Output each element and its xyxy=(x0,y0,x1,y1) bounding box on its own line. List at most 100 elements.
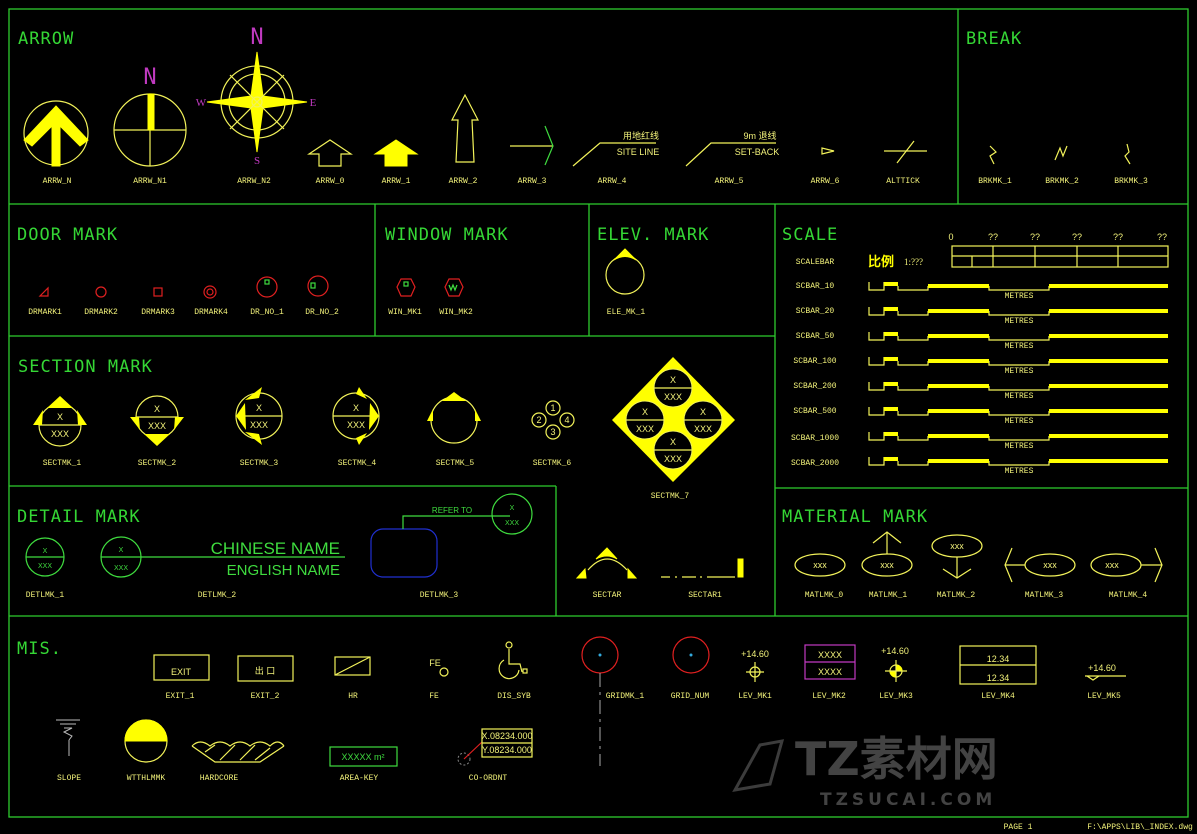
symbol-label: SCBAR_100 xyxy=(793,357,836,366)
symbol-label: MATLMK_0 xyxy=(805,591,844,600)
scale-bar: METRES xyxy=(868,457,1168,476)
svg-text:X: X xyxy=(642,407,648,417)
svg-text:CHINESE NAME: CHINESE NAME xyxy=(211,539,340,558)
svg-text:XXX: XXX xyxy=(505,520,519,527)
section-title-arrow: ARROW xyxy=(18,29,74,49)
scale-unit-label: METRES xyxy=(1005,392,1034,401)
watermark: TZ素材网 TZSUCAI.COM xyxy=(732,732,998,810)
svg-text:??: ?? xyxy=(1157,232,1167,242)
slope-symbol xyxy=(56,719,80,756)
scale-bar: METRES xyxy=(868,307,1168,326)
compass-rose-symbol: N S E W xyxy=(196,25,317,167)
symbol-label: DRMARK1 xyxy=(28,308,62,317)
grid-mark1-symbol xyxy=(581,636,619,766)
svg-text:N: N xyxy=(250,25,263,50)
svg-text:W: W xyxy=(196,97,207,109)
scale-bar: METRES xyxy=(868,407,1168,426)
hardcore-symbol xyxy=(191,741,285,763)
svg-text:1:???: 1:??? xyxy=(904,257,923,267)
svg-text:XXXX: XXXX xyxy=(818,650,842,660)
arrow-outline-symbol xyxy=(307,139,353,167)
symbol-label: WTTHLMMK xyxy=(127,774,166,783)
symbol-label: HR xyxy=(348,692,358,701)
symbol-label: LEV_MK5 xyxy=(1087,692,1121,701)
door-mark-square xyxy=(153,287,163,297)
scale-unit-label: METRES xyxy=(1005,467,1034,476)
svg-text:2: 2 xyxy=(536,415,541,425)
svg-text:+14.60: +14.60 xyxy=(741,649,769,659)
symbol-label: SECTMK_7 xyxy=(651,492,690,501)
svg-text:Y.08234.000: Y.08234.000 xyxy=(482,745,532,755)
symbol-label: FE xyxy=(429,692,439,701)
symbol-label: BRKMK_2 xyxy=(1045,177,1079,186)
break3-symbol xyxy=(1124,143,1131,165)
setback-symbol: 9m 退线 SET-BACK xyxy=(685,130,779,167)
symbol-label: DR_NO_2 xyxy=(305,308,339,317)
svg-text:EXIT: EXIT xyxy=(171,667,192,677)
scale-bar: METRES xyxy=(868,432,1168,451)
scale-bar: METRES xyxy=(868,382,1168,401)
arrow-north-symbol xyxy=(23,100,89,167)
scale-unit-label: METRES xyxy=(1005,417,1034,426)
window-mark1-symbol xyxy=(396,278,416,297)
symbol-label: EXIT_1 xyxy=(166,692,195,701)
svg-text:出 口: 出 口 xyxy=(255,665,276,676)
symbol-label: SECTMK_5 xyxy=(436,459,475,468)
symbol-label: SCALEBAR xyxy=(796,258,835,267)
symbol-label: DIS_SYB xyxy=(497,692,531,701)
scale-bars: METRESMETRESMETRESMETRESMETRESMETRESMETR… xyxy=(868,282,1168,476)
grid-number-symbol xyxy=(672,636,710,674)
section-mark5-symbol xyxy=(427,392,481,444)
symbol-label: ARRW_N2 xyxy=(237,177,271,186)
arrow-small-symbol xyxy=(821,147,835,155)
sectar1-symbol xyxy=(661,558,744,578)
window-mark2-symbol xyxy=(444,278,464,297)
svg-text:??: ?? xyxy=(1030,232,1040,242)
symbol-label: SCBAR_50 xyxy=(796,332,835,341)
symbol-label: SECTMK_3 xyxy=(240,459,279,468)
exit2-symbol: 出 口 xyxy=(237,655,294,682)
door-mark-double-circle xyxy=(203,285,217,299)
level-mark1-symbol: +14.60 xyxy=(741,649,769,682)
arrow-north1-symbol: N xyxy=(113,65,187,167)
symbol-label: DR_NO_1 xyxy=(250,308,284,317)
section-title-elev: ELEV. MARK xyxy=(597,225,709,245)
level-mark5-symbol: +14.60 xyxy=(1085,663,1126,681)
svg-text:9m 退线: 9m 退线 xyxy=(743,130,776,141)
svg-text:xxx: xxx xyxy=(950,541,964,551)
svg-text:xxx: xxx xyxy=(1043,560,1057,570)
section-title-detail: DETAIL MARK xyxy=(17,507,141,527)
symbol-label: LEV_MK1 xyxy=(738,692,772,701)
svg-text:+14.60: +14.60 xyxy=(1088,663,1116,673)
symbol-label: BRKMK_3 xyxy=(1114,177,1148,186)
svg-text:XXX: XXX xyxy=(148,421,166,431)
svg-text:0: 0 xyxy=(948,232,953,242)
symbol-label: LEV_MK2 xyxy=(812,692,846,701)
symbol-label: DRMARK2 xyxy=(84,308,118,317)
svg-text:X: X xyxy=(43,548,48,555)
section-mark3-symbol: XXXX xyxy=(235,387,283,445)
door-mark-circle xyxy=(95,286,107,298)
alttick-symbol xyxy=(884,140,927,164)
symbol-label: SECTAR1 xyxy=(688,591,722,600)
section-title-window: WINDOW MARK xyxy=(385,225,509,245)
symbol-label: MATLMK_3 xyxy=(1025,591,1064,600)
section-mark2-symbol: XXXX xyxy=(130,395,184,446)
door-mark-triangle xyxy=(38,286,49,297)
symbol-label: ARRW_3 xyxy=(518,177,547,186)
water-level-mark-symbol xyxy=(124,719,168,763)
svg-text:3: 3 xyxy=(550,427,555,437)
symbol-label: SECTMK_6 xyxy=(533,459,572,468)
scale-bar: METRES xyxy=(868,332,1168,351)
symbol-label: AREA-KEY xyxy=(340,774,379,783)
symbol-label: DETLMK_3 xyxy=(420,591,459,600)
site-line-symbol: 用地红线 SITE LINE xyxy=(572,130,659,167)
svg-text:比例: 比例 xyxy=(868,254,894,269)
svg-text:REFER TO: REFER TO xyxy=(432,506,472,515)
svg-text:TZ素材网: TZ素材网 xyxy=(795,732,998,786)
